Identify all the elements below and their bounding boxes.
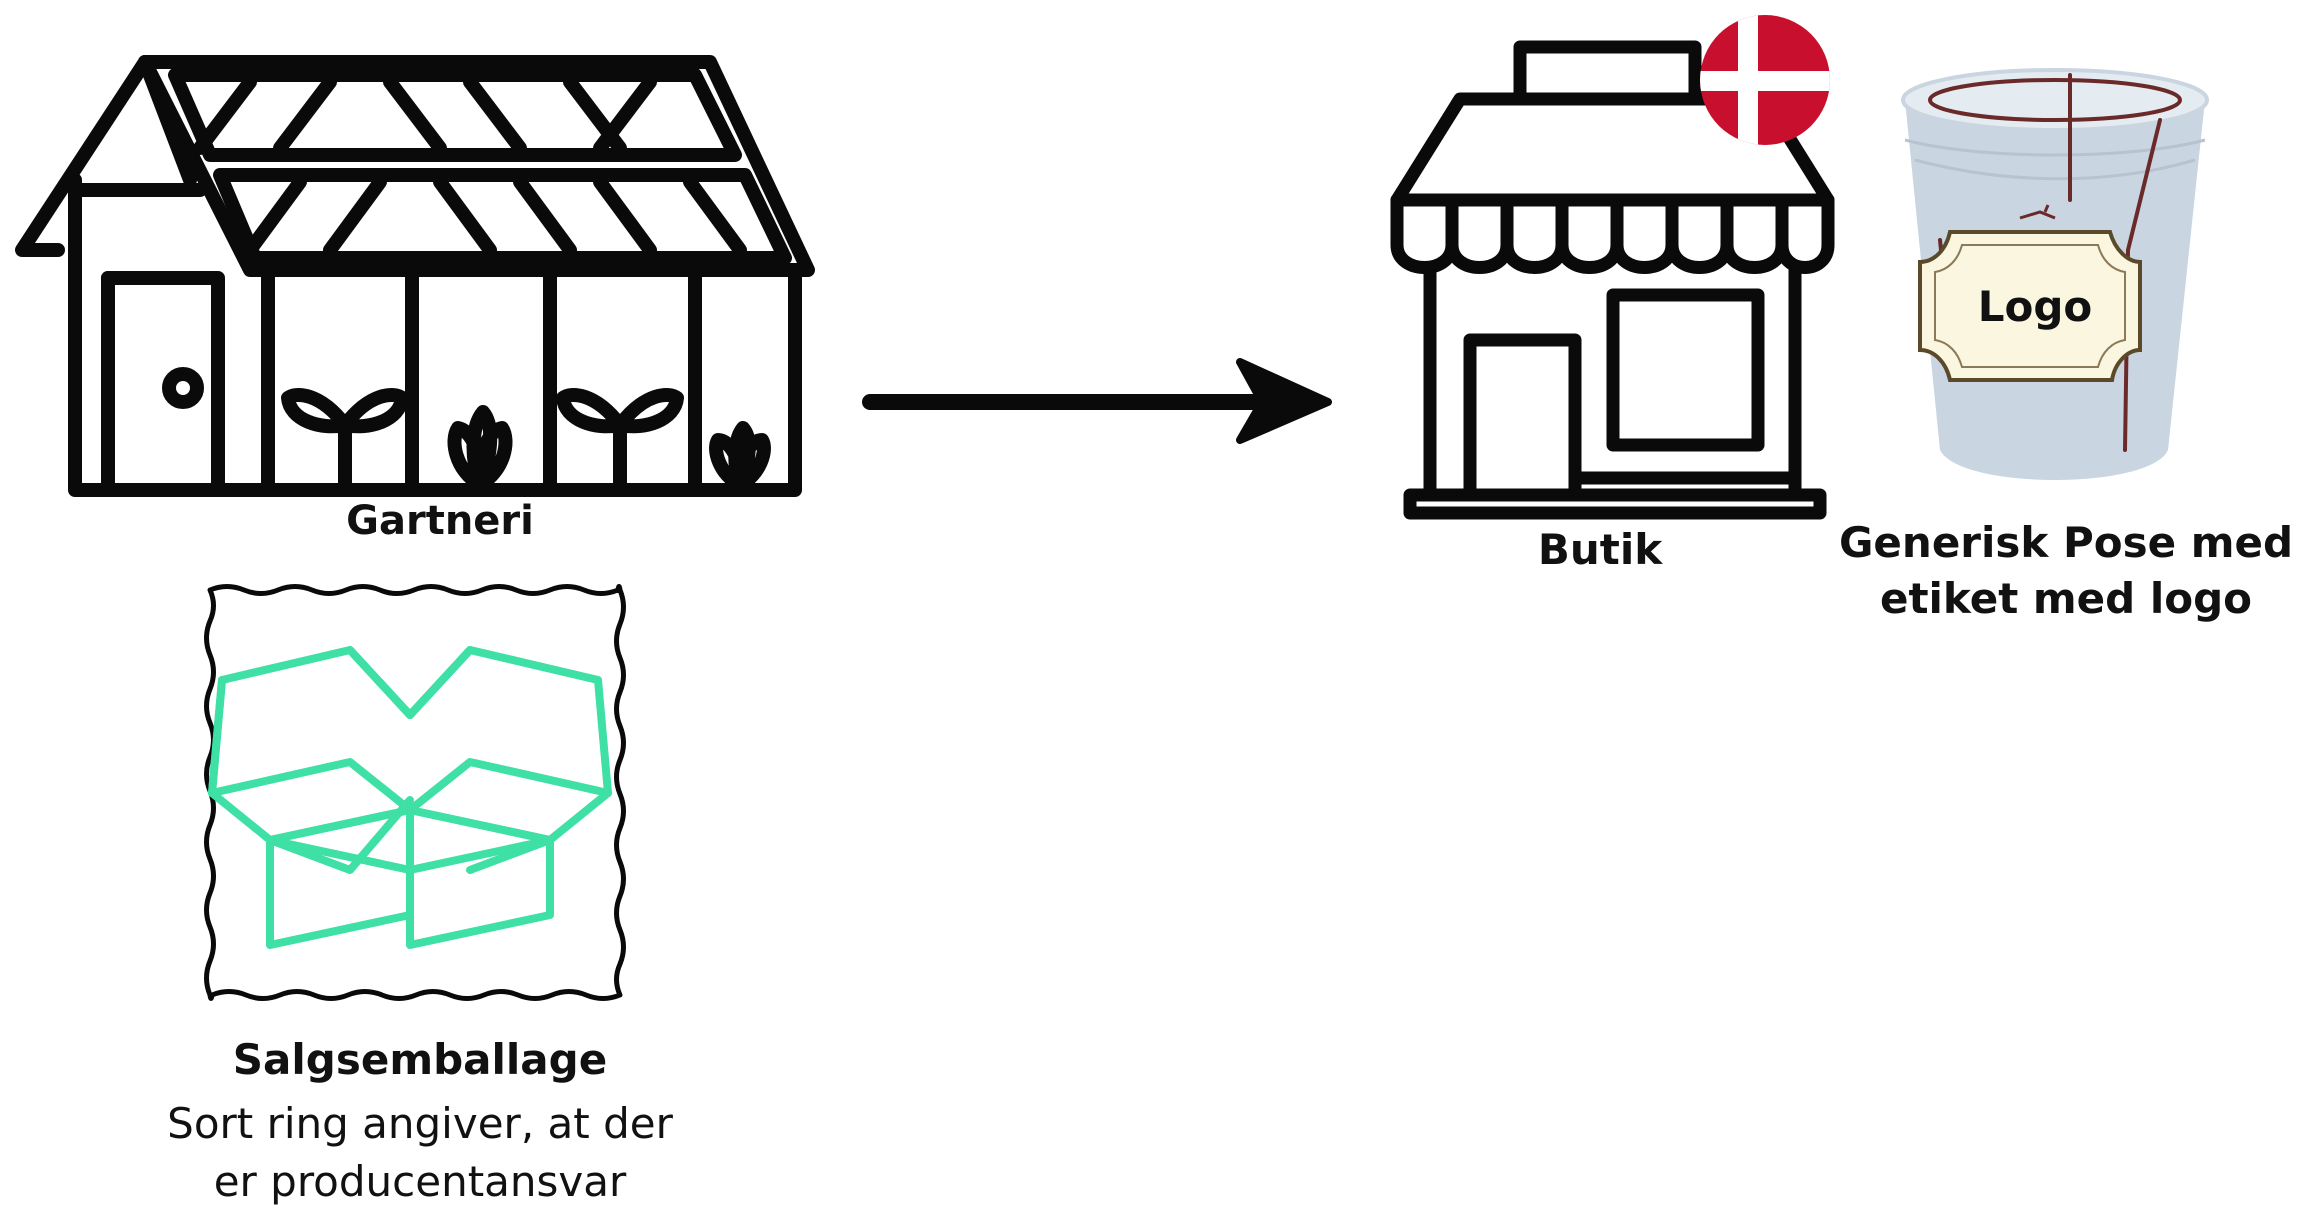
open-box-icon xyxy=(204,584,626,1001)
description-line1: Sort ring angiver, at der xyxy=(167,1099,673,1148)
butik-label: Butik xyxy=(1537,525,1663,574)
bag-logo-text: Logo xyxy=(1977,282,2093,331)
danish-flag-icon xyxy=(1700,15,1830,145)
pose-label-line2: etiket med logo xyxy=(1879,574,2253,623)
bag-icon xyxy=(1901,68,2209,480)
salgsemballage-label: Salgsemballage xyxy=(232,1035,608,1084)
arrow-right-icon xyxy=(862,358,1332,444)
pose-label-line1: Generisk Pose med xyxy=(1838,518,2294,567)
gartneri-label: Gartneri xyxy=(346,498,534,544)
pose-label: Generisk Pose med etiket med logo xyxy=(1836,515,2296,627)
salgsemballage-description: Sort ring angiver, at der er producentan… xyxy=(120,1095,720,1211)
description-line2: er producentansvar xyxy=(213,1157,627,1206)
greenhouse-icon xyxy=(15,55,815,497)
shop-icon xyxy=(1390,40,1835,520)
